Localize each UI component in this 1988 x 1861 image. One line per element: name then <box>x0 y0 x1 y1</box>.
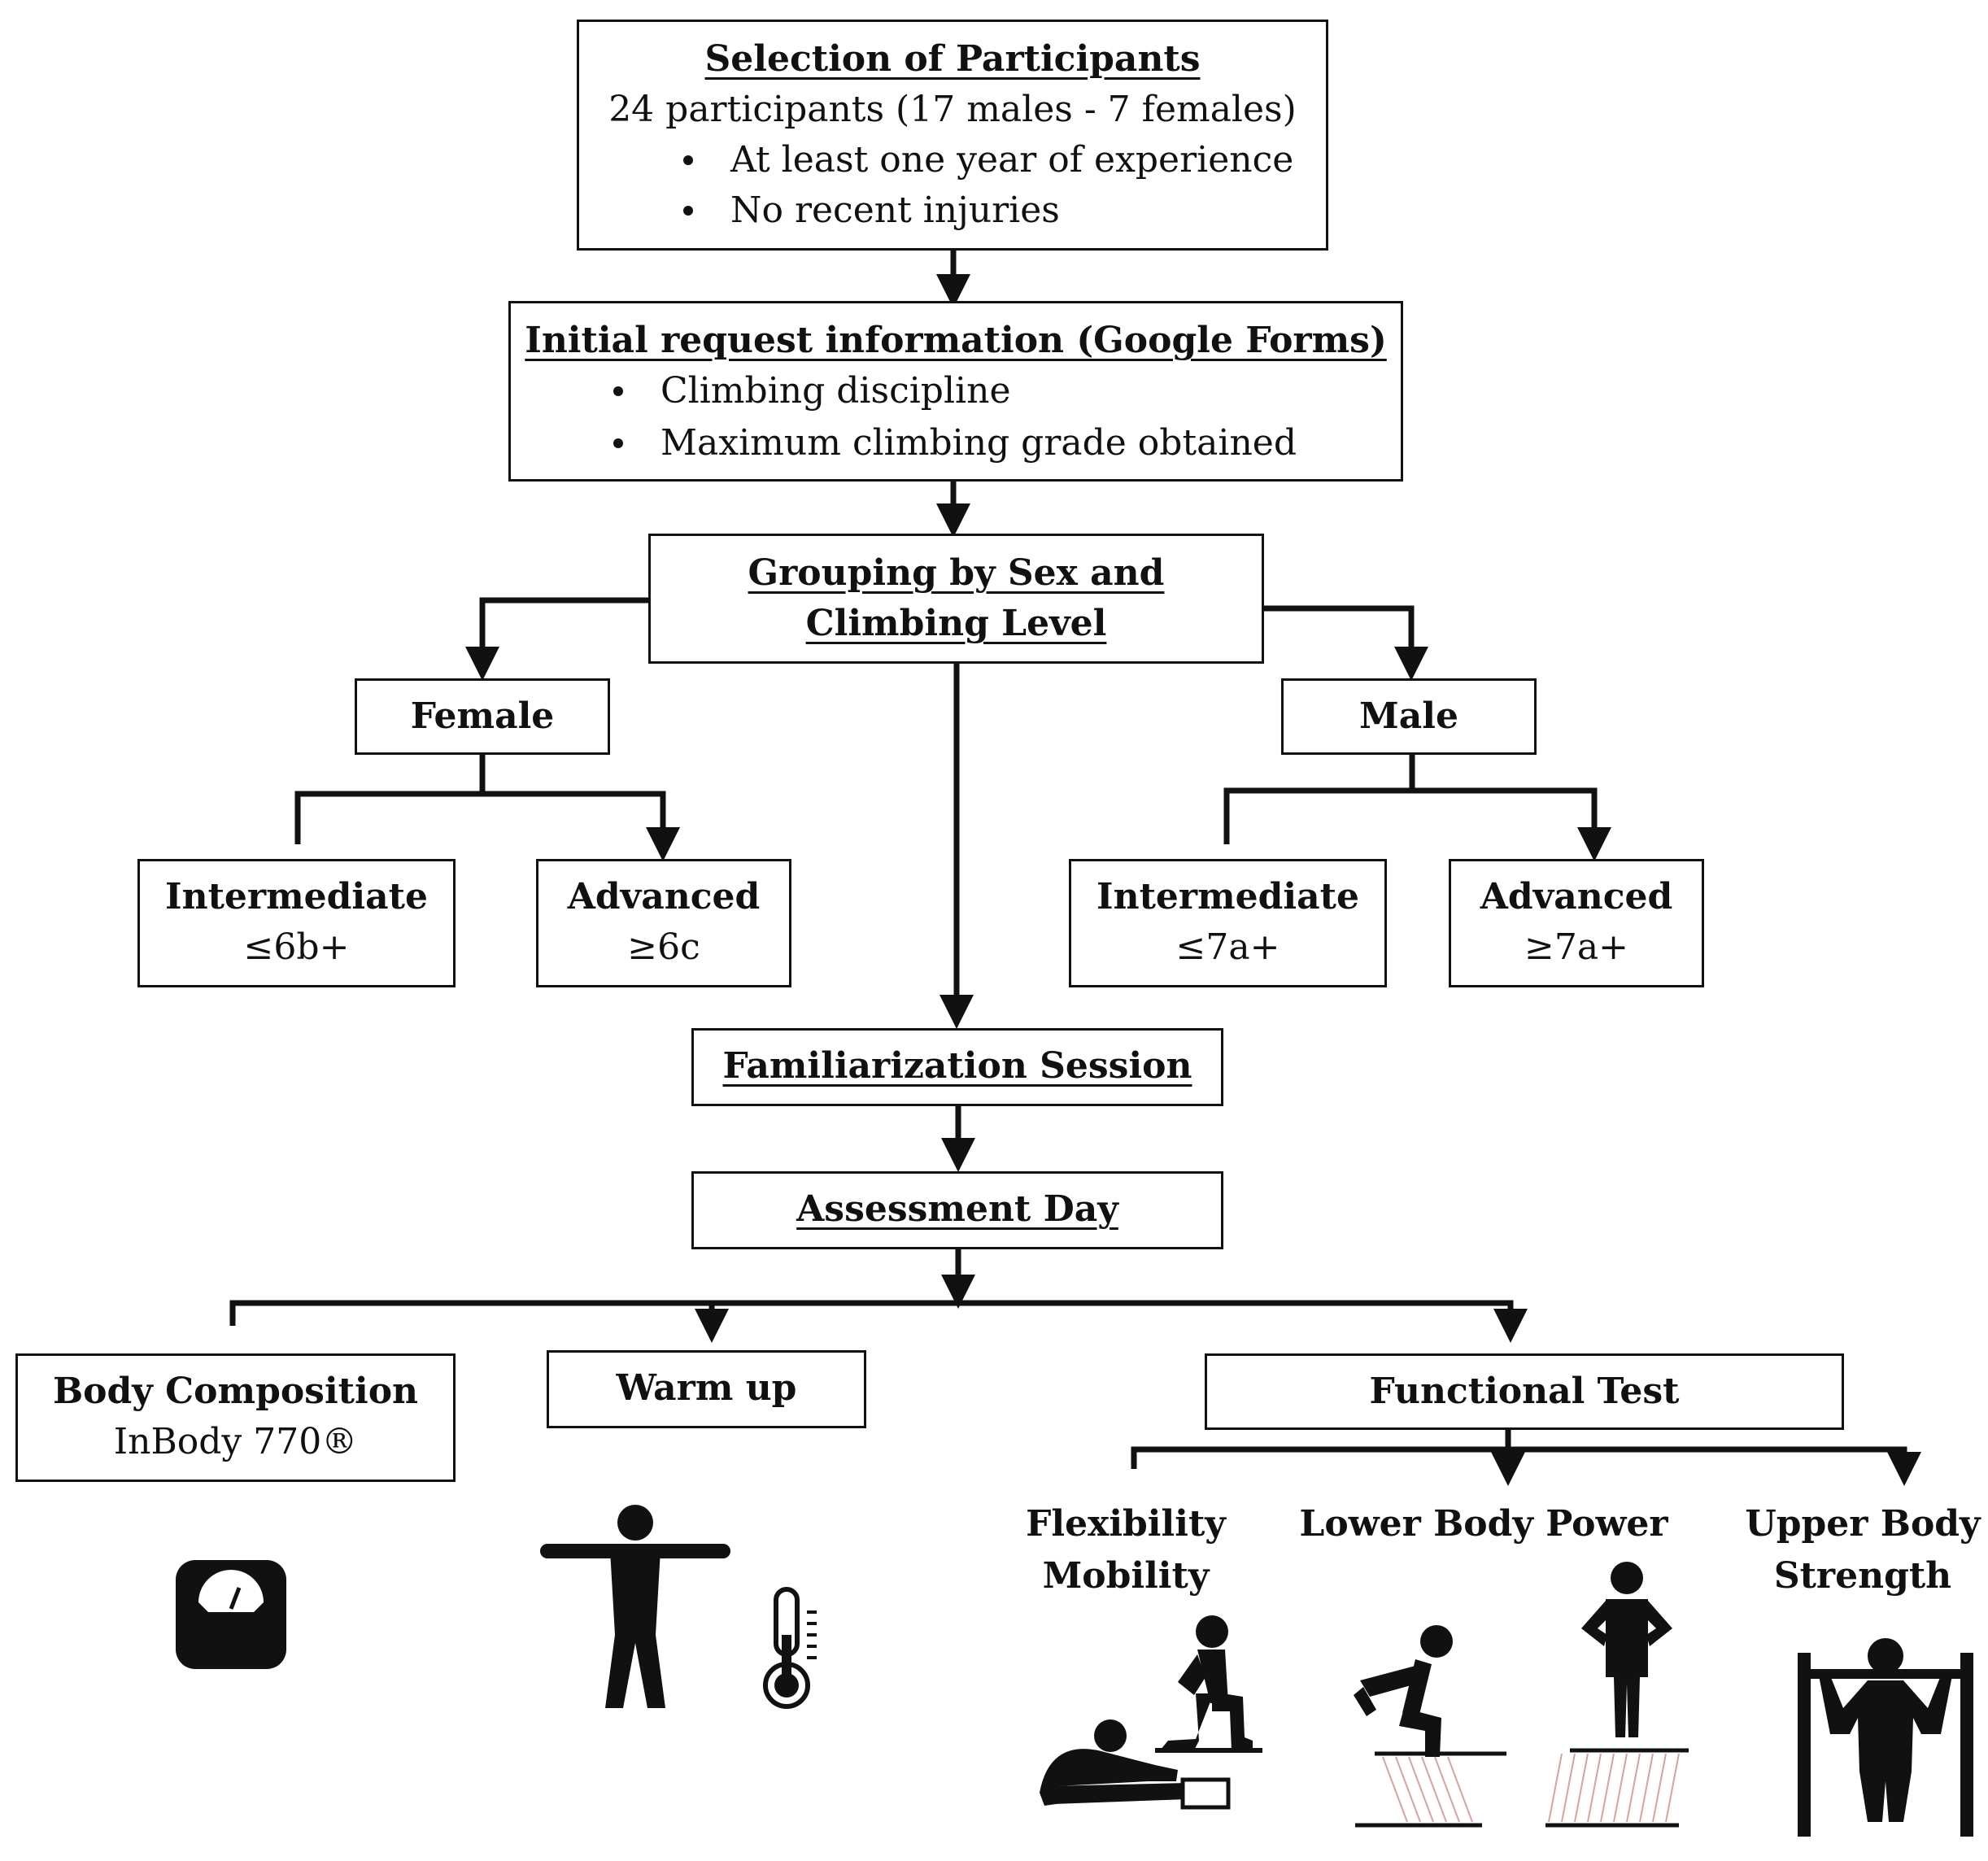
functional-test-box: Functional Test <box>1205 1353 1844 1430</box>
warmup-box: Warm up <box>547 1350 866 1428</box>
thermometer-icon <box>763 1587 817 1709</box>
bullet-icon <box>613 438 623 448</box>
grouping-box: Grouping by Sex and Climbing Level <box>648 534 1264 664</box>
selection-item: At least one year of experience <box>683 134 1293 186</box>
sit-and-reach-icon <box>1040 1719 1231 1810</box>
arrow-female-branches <box>294 791 680 861</box>
body-composition-label: Body Composition <box>52 1371 419 1412</box>
assessment-label: Assessment Day <box>796 1188 1118 1230</box>
female-label: Female <box>410 695 555 737</box>
female-box: Female <box>355 678 610 755</box>
lower-body-power-label: Lower Body Power <box>1299 1503 1668 1545</box>
standing-jump-icon <box>1545 1562 1689 1828</box>
level-label: Intermediate <box>1096 876 1359 917</box>
bullet-icon <box>683 155 693 165</box>
upper-body-strength-label: Upper Body Strength <box>1745 1503 1981 1597</box>
arrow-male-branches <box>1223 787 1611 861</box>
selection-subtitle: 24 participants (17 males - 7 females) <box>608 89 1297 130</box>
level-label: Advanced <box>1480 876 1673 917</box>
female-intermediate-box: Intermediate ≤6b+ <box>137 859 456 987</box>
male-intermediate-box: Intermediate ≤7a+ <box>1069 859 1387 987</box>
male-label: Male <box>1359 695 1458 737</box>
grouping-line1: Grouping by Sex and <box>748 552 1165 594</box>
level-grade: ≤7a+ <box>1175 926 1280 968</box>
body-composition-box: Body Composition InBody 770® <box>15 1353 456 1482</box>
female-advanced-box: Advanced ≥6c <box>536 859 791 987</box>
arrow-grouping-to-male <box>1264 605 1428 681</box>
selection-box: Selection of Participants 24 participant… <box>577 20 1328 251</box>
initial-request-item: Climbing discipline <box>613 365 1010 417</box>
scale-icon <box>176 1560 286 1669</box>
arrow-functional-branches <box>1131 1446 1921 1486</box>
assessment-box: Assessment Day <box>691 1171 1223 1249</box>
person-arms-out-icon <box>540 1505 730 1708</box>
level-label: Advanced <box>567 876 761 917</box>
grouping-line2: Climbing Level <box>805 603 1107 644</box>
arrow-grouping-to-female <box>465 597 648 681</box>
familiarization-label: Familiarization Session <box>722 1045 1192 1087</box>
selection-title: Selection of Participants <box>704 38 1201 80</box>
arrow-assessment-branches <box>229 1300 1528 1343</box>
initial-request-box: Initial request information (Google Form… <box>508 301 1403 482</box>
bullet-icon <box>613 386 623 396</box>
level-grade: ≥7a+ <box>1524 926 1628 968</box>
pull-up-icon <box>1798 1638 1973 1837</box>
level-grade: ≤6b+ <box>243 926 350 968</box>
squat-jump-icon <box>1354 1625 1506 1828</box>
selection-item: No recent injuries <box>683 185 1060 237</box>
warmup-label: Warm up <box>616 1367 797 1409</box>
lunge-icon <box>1155 1615 1262 1753</box>
functional-test-label: Functional Test <box>1369 1371 1680 1412</box>
initial-request-title: Initial request information (Google Form… <box>525 320 1387 361</box>
level-label: Intermediate <box>165 876 428 917</box>
flexibility-label: Flexibility Mobility <box>1026 1503 1226 1597</box>
male-box: Male <box>1281 678 1537 755</box>
bullet-icon <box>683 206 693 216</box>
level-grade: ≥6c <box>627 926 700 968</box>
familiarization-box: Familiarization Session <box>691 1028 1223 1106</box>
body-composition-device: InBody 770® <box>113 1421 358 1462</box>
male-advanced-box: Advanced ≥7a+ <box>1449 859 1704 987</box>
initial-request-item: Maximum climbing grade obtained <box>613 417 1297 469</box>
